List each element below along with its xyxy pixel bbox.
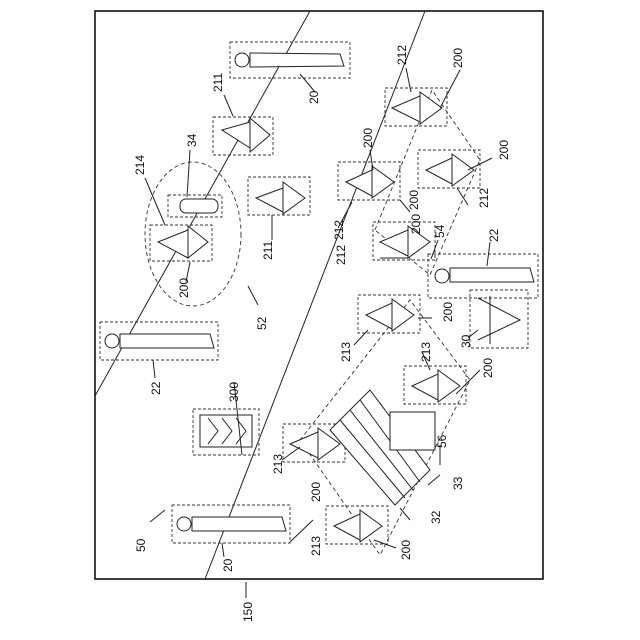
label-211-second: 211	[261, 241, 275, 260]
cone-200-a	[385, 88, 447, 126]
label-52: 52	[255, 316, 269, 330]
cone-213-b	[404, 366, 466, 404]
label-200-a: 200	[451, 48, 465, 68]
label-150: 150	[241, 602, 255, 622]
label-34: 34	[185, 133, 199, 147]
label-213-d: 213	[309, 536, 323, 556]
label-22-right: 22	[487, 228, 501, 242]
label-200-e: 200	[409, 214, 423, 234]
person-figure-22-right	[428, 254, 538, 298]
label-32: 32	[429, 510, 443, 524]
label-33: 33	[451, 476, 465, 490]
label-22-left: 22	[149, 381, 163, 395]
arrow-sign-300	[193, 409, 259, 455]
label-212-b: 212	[332, 220, 346, 240]
label-200-h: 200	[309, 482, 323, 502]
label-56: 56	[435, 434, 449, 448]
person-figure-22-left	[100, 322, 218, 360]
label-300: 300	[227, 382, 241, 402]
label-212-d: 212	[334, 245, 348, 265]
traffic-cone-211-top	[213, 117, 273, 155]
label-214: 214	[133, 155, 147, 175]
label-20-bottom: 20	[221, 558, 235, 572]
label-200-c: 200	[361, 128, 375, 148]
label-30: 30	[459, 334, 473, 348]
label-211-top: 211	[211, 73, 225, 92]
label-212-c: 212	[477, 188, 491, 208]
label-213-b: 213	[419, 342, 433, 362]
traffic-cone-214	[150, 225, 212, 261]
label-200-g: 200	[481, 358, 495, 378]
material-stack	[330, 390, 435, 505]
cone-200-c	[338, 162, 400, 200]
barricade-30	[470, 290, 528, 348]
label-200-f: 200	[441, 302, 455, 322]
label-200-ellipse: 200	[177, 278, 191, 298]
label-20-top: 20	[307, 90, 321, 104]
label-54: 54	[433, 224, 447, 238]
label-200-b: 200	[497, 140, 511, 160]
fire-extinguisher	[168, 195, 222, 217]
cone-213-a	[358, 295, 420, 333]
traffic-cone-211-second	[248, 177, 310, 215]
label-212-a: 212	[395, 45, 409, 65]
label-200-d: 200	[407, 190, 421, 210]
label-213-a: 213	[339, 342, 353, 362]
label-200-i: 200	[399, 540, 413, 560]
cone-213-d	[326, 506, 388, 544]
label-50: 50	[134, 538, 148, 552]
cone-200-d	[373, 222, 435, 260]
label-213-c: 213	[271, 454, 285, 474]
